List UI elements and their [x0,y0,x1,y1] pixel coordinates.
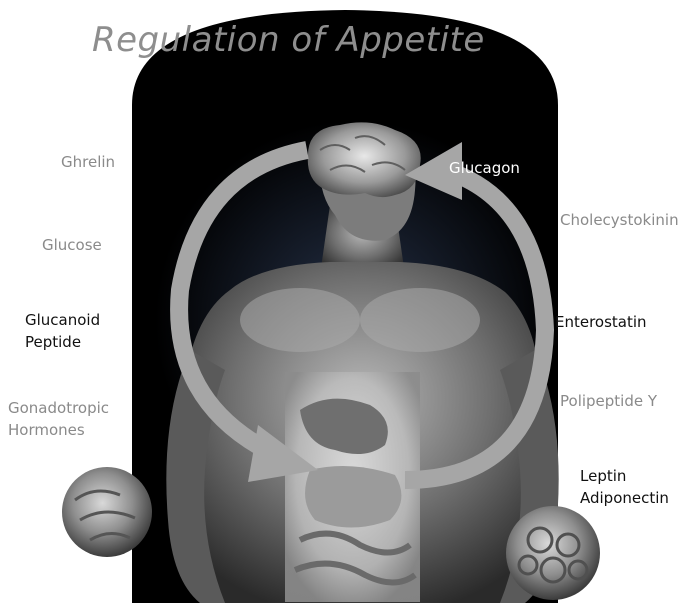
right-cell-image [506,506,600,600]
label-glucagon: Glucagon [449,157,520,179]
label-enterostatin: Enterostatin [555,311,647,333]
label-ghrelin: Ghrelin [61,151,115,173]
label-gonadotropic-line2: Hormones [8,419,109,441]
label-leptin-line2: Adiponectin [580,487,669,509]
label-leptin-adiponectin: Leptin Adiponectin [580,465,669,509]
left-cell-image [62,467,152,557]
label-polipeptide-y: Polipeptide Y [560,390,657,412]
digestive-organs [285,372,420,602]
label-gonadotropic-hormones: Gonadotropic Hormones [8,397,109,441]
label-leptin-line1: Leptin [580,465,669,487]
label-glucose: Glucose [42,234,102,256]
label-glucanoid-line1: Glucanoid [25,309,100,331]
label-gonadotropic-line1: Gonadotropic [8,397,109,419]
brain [308,122,421,197]
label-cholecystokinin: Cholecystokinin [560,209,679,231]
label-glucanoid-peptide: Glucanoid Peptide [25,309,100,353]
page-title: Regulation of Appetite [92,20,592,60]
label-glucanoid-line2: Peptide [25,331,100,353]
